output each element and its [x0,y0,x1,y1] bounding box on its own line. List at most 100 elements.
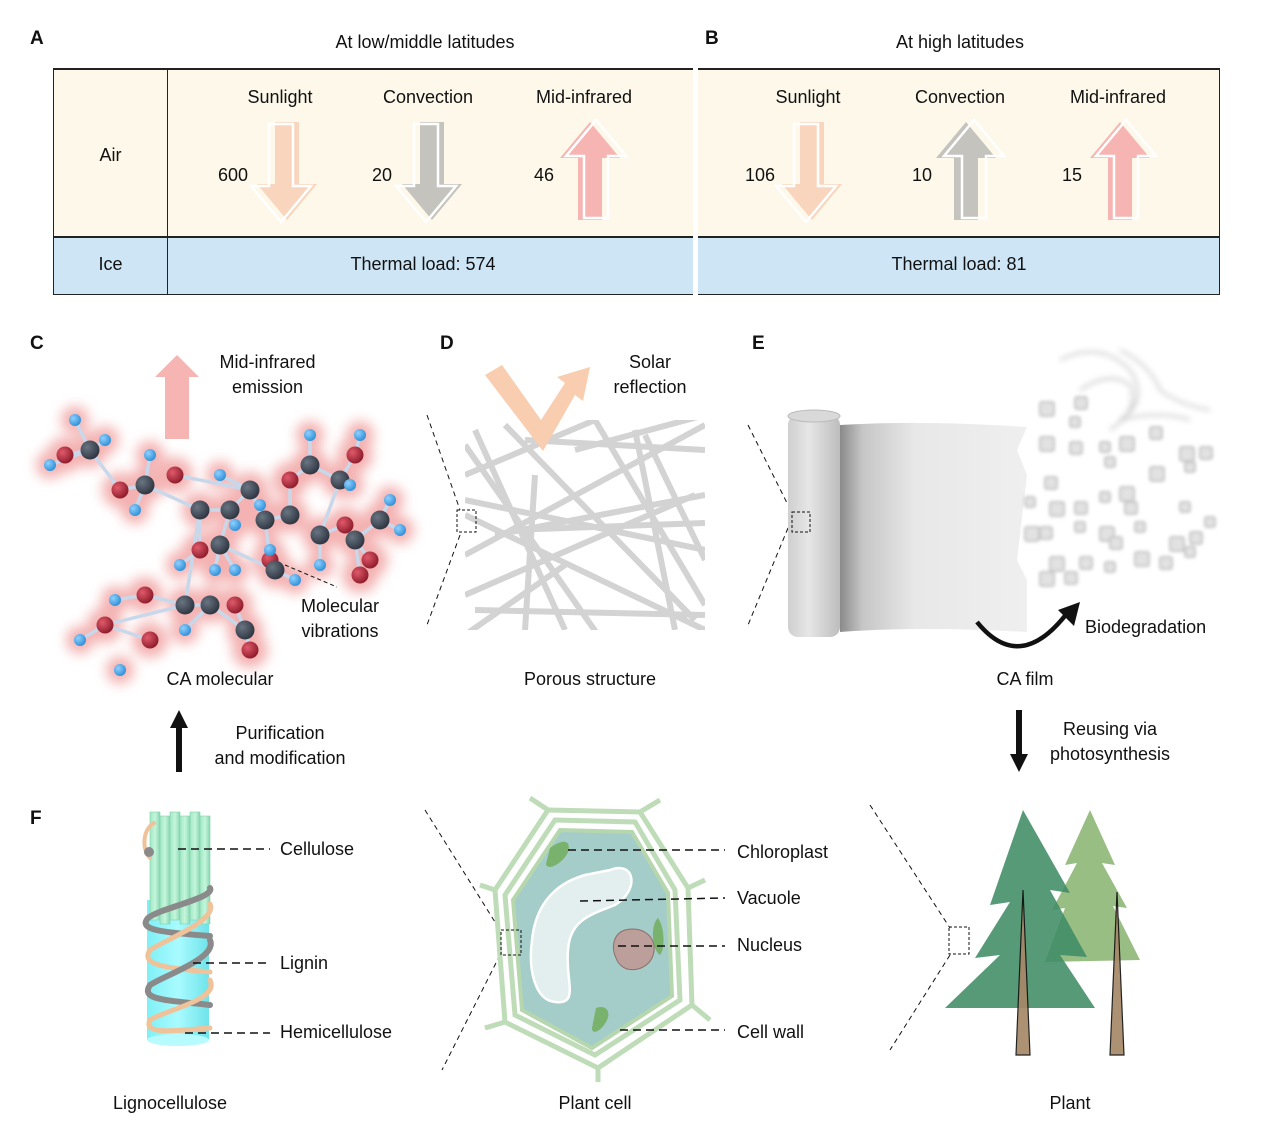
film-fragment [1039,401,1055,417]
fiber [642,433,705,562]
fiber [466,562,567,630]
film-fragment [1044,476,1058,490]
film-fragment [1099,491,1111,503]
fiber [522,474,538,630]
b-flux-value-convection: 10 [912,165,933,185]
film-fragment [1199,446,1213,460]
carbon-atom [210,535,230,555]
a-flux-label-convection: Convection [382,87,474,107]
film-fragment [1039,571,1055,587]
hydrogen-atom [354,429,366,441]
film-fragment [1069,441,1083,455]
hydrogen-atom [264,544,276,556]
lignin-strand [142,885,214,939]
panel-f-letter: F [30,808,42,829]
vibration-label-line2: vibrations [301,621,379,641]
film-fragment [1109,536,1123,550]
film-fragment [1049,556,1065,572]
emission-label-line2: emission [231,377,304,397]
plant-cell-caption: Plant cell [558,1093,632,1113]
film-fragment [1134,551,1150,567]
midinfrared-arrow-up-icon [560,118,628,220]
film-fragment [1074,396,1088,410]
fiber [502,422,698,623]
oxygen-atom [136,586,154,604]
hydrogen-atom [174,559,186,571]
fiber [574,420,698,453]
film-fragment [1189,531,1203,545]
label-hemicellulose: Hemicellulose [280,1022,393,1042]
film-fragment [1179,446,1195,462]
label-nucleus: Nucleus [737,935,803,955]
film-fragment [1134,521,1146,533]
film-fragment [1149,466,1165,482]
hydrogen-atom [314,559,326,571]
zoom-region-marker [456,509,477,533]
oxygen-atom [346,446,364,464]
film-fragment [1074,501,1088,515]
carbon-atom [345,530,365,550]
oxygen-atom [281,471,299,489]
nucleus [612,928,655,971]
film-fragment [1099,441,1111,453]
film-fragment [1119,486,1135,502]
fiber [632,429,678,630]
film-fragment [1204,516,1216,528]
purification-arrow-up-icon [170,710,188,772]
vibration-leader-line [284,564,338,588]
carbon-atom [280,505,300,525]
panel-d-letter: D [440,333,454,354]
lignocellulose-leader-lines [178,848,270,1034]
film-fragment [1079,556,1093,570]
oxygen-atom [351,566,369,584]
film-fragment [1024,526,1040,542]
hydrogen-atom [209,564,221,576]
reflection-label-line2: reflection [613,377,687,397]
hydrogen-atom [214,469,226,481]
chloroplast [546,841,569,867]
label-vacuole: Vacuole [737,888,801,908]
carbon-atom [265,560,285,580]
carbon-atom [240,480,260,500]
a-flux-value-midinfrared: 46 [534,165,555,185]
hydrogen-atom [99,434,111,446]
hydrogen-atom [384,494,396,506]
panel-a-letter: A [30,28,44,49]
carbon-atom [220,500,240,520]
film-roll [788,415,840,637]
ca-molecule-illustration [36,406,414,684]
film-fragment [1039,436,1055,452]
film-fragment [1039,526,1053,540]
hydrogen-atom [229,519,241,531]
oxygen-atom [166,466,184,484]
reflection-label-line1: Solar [628,352,672,372]
bond [318,479,342,536]
convection-arrow-down-icon [394,122,462,224]
midinfrared-emission-arrow-icon [155,355,199,439]
film-fragment [1124,501,1138,515]
carbon-atom [190,500,210,520]
hydrogen-atom [394,524,406,536]
reusing-label-line2: photosynthesis [1049,744,1171,764]
plant-illustration [869,804,1140,1056]
carbon-atom [135,475,155,495]
film-fragment [1119,436,1135,452]
film-fragment [1169,536,1185,552]
film-fragment [1179,501,1191,513]
reusing-arrow-down-icon [1010,710,1028,772]
hydrogen-atom [114,664,126,676]
ca-film-illustration [747,349,1216,649]
a-thermal-load: Thermal load: 574 [350,254,496,274]
row-label-air: Air [99,145,122,165]
chloroplast [592,1006,609,1032]
film-fragment [1184,461,1196,473]
label-cellulose: Cellulose [280,839,355,859]
hydrogen-atom [344,479,356,491]
b-thermal-load: Thermal load: 81 [891,254,1027,274]
panel-c-letter: C [30,333,44,354]
row-label-ice: Ice [98,254,123,274]
hydrogen-atom [304,429,316,441]
carbon-atom [300,455,320,475]
film-fragment [1069,416,1081,428]
b-flux-label-sunlight: Sunlight [775,87,841,107]
